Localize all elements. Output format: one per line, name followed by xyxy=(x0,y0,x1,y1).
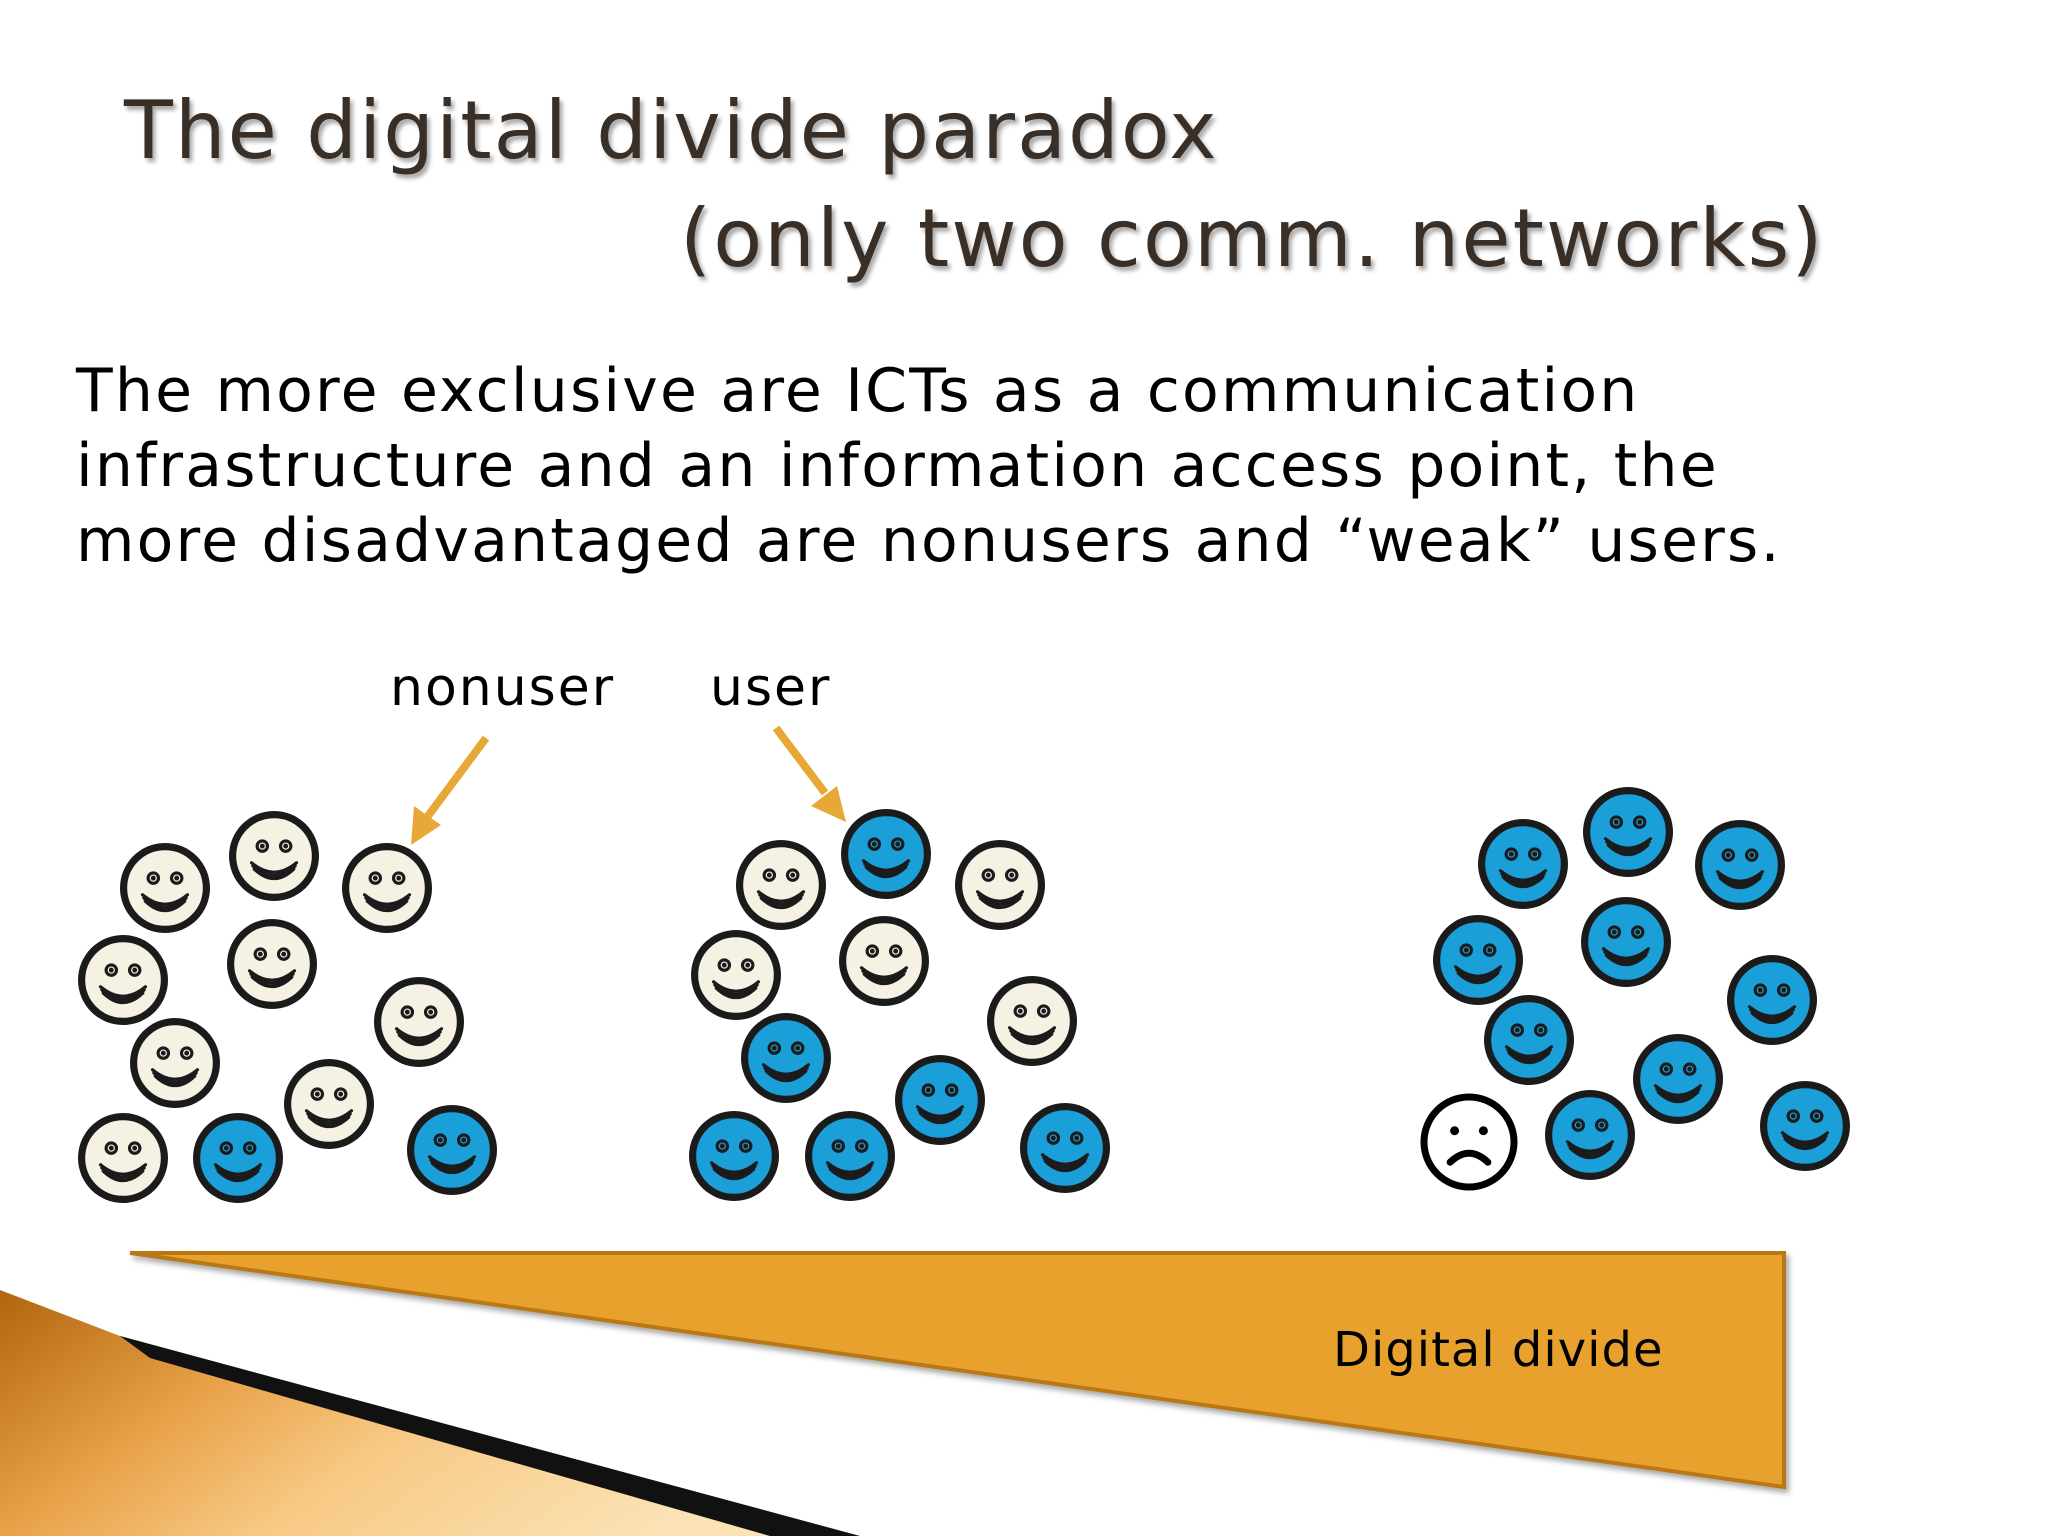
nonuser-face-icon xyxy=(691,930,781,1020)
user-face-icon xyxy=(1433,915,1523,1005)
user-face-icon xyxy=(689,1111,779,1201)
nonuser-face-icon xyxy=(130,1018,220,1108)
user-face-icon xyxy=(1478,819,1568,909)
user-face-icon xyxy=(741,1013,831,1103)
user-label: user xyxy=(710,658,832,718)
user-face-icon xyxy=(1583,787,1673,877)
nonuser-face-icon xyxy=(987,976,1077,1066)
nonuser-label: nonuser xyxy=(390,658,616,718)
slide-title-line-2: (only two comm. networks) xyxy=(680,192,1825,285)
user-face-icon xyxy=(1484,995,1574,1085)
user-face-icon xyxy=(1760,1081,1850,1171)
body-text-line-1: The more exclusive are ICTs as a communi… xyxy=(76,356,1640,426)
nonuser-face-icon xyxy=(342,843,432,933)
digital-divide-label: Digital divide xyxy=(1333,1322,1664,1378)
nonuser-face-icon xyxy=(120,843,210,933)
sad-face-icon xyxy=(1420,1093,1518,1191)
nonuser-face-icon xyxy=(229,811,319,901)
user-face-icon xyxy=(1020,1103,1110,1193)
body-text-line-3: more disadvantaged are nonusers and “wea… xyxy=(76,506,1782,576)
nonuser-face-icon xyxy=(78,935,168,1025)
nonuser-face-icon xyxy=(374,977,464,1067)
user-face-icon xyxy=(1545,1090,1635,1180)
user-face-icon xyxy=(805,1111,895,1201)
nonuser-face-icon xyxy=(955,840,1045,930)
nonuser-face-icon xyxy=(839,916,929,1006)
nonuser-face-icon xyxy=(284,1059,374,1149)
body-text-line-2: infrastructure and an information access… xyxy=(76,431,1719,501)
slide-title-line-1: The digital divide paradox xyxy=(124,84,1219,177)
user-face-icon xyxy=(841,809,931,899)
user-face-icon xyxy=(1581,897,1671,987)
user-face-icon xyxy=(407,1105,497,1195)
nonuser-face-icon xyxy=(736,840,826,930)
user-face-icon xyxy=(895,1055,985,1145)
user-face-icon xyxy=(193,1113,283,1203)
nonuser-face-icon xyxy=(227,919,317,1009)
user-face-icon xyxy=(1727,955,1817,1045)
user-face-icon xyxy=(1695,820,1785,910)
user-face-icon xyxy=(1633,1034,1723,1124)
nonuser-face-icon xyxy=(78,1113,168,1203)
